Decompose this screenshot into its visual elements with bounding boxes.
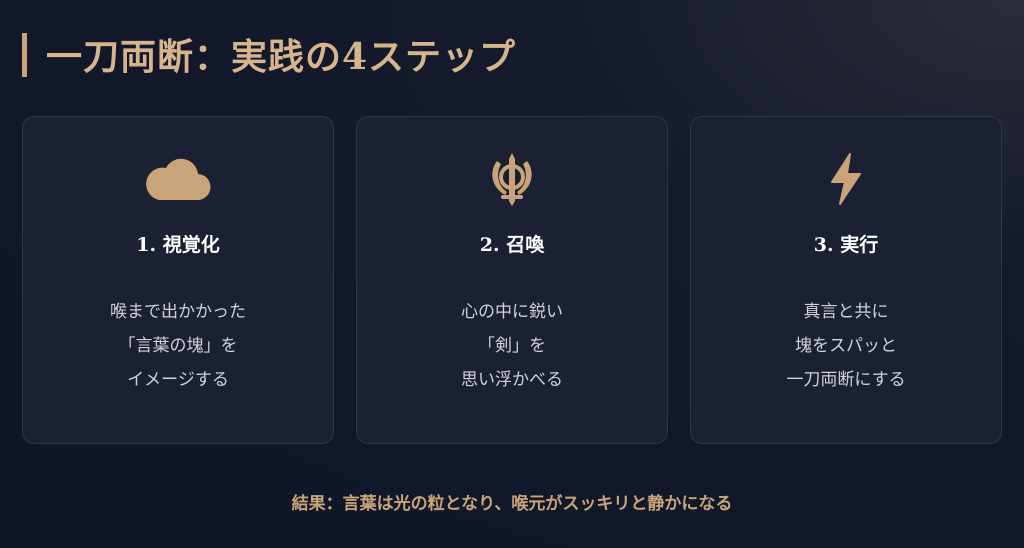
step-description: 真言と共に 塊をスパッと 一刀両断にする	[786, 302, 906, 390]
khanda-icon	[477, 151, 547, 207]
cloud-icon	[143, 151, 213, 207]
step-title: 3. 実行	[813, 234, 879, 256]
result-summary: 結果：言葉は光の粒となり、喉元がスッキリと静かになる	[291, 494, 733, 514]
step-card-execute: 3. 実行 真言と共に 塊をスパッと 一刀両断にする	[690, 116, 1002, 444]
step-card-visualize: 1. 視覚化 喉まで出かかった 「言葉の塊」を イメージする	[22, 116, 334, 444]
steps-grid: 1. 視覚化 喉まで出かかった 「言葉の塊」を イメージする 2. 召喚 心の中…	[22, 116, 1004, 444]
page-title: 一刀両断：実践の4ステップ	[46, 36, 517, 78]
title-accent-bar	[22, 33, 27, 77]
step-title: 2. 召喚	[479, 234, 545, 256]
step-description: 心の中に鋭い 「剣」を 思い浮かべる	[461, 302, 563, 390]
step-title: 1. 視覚化	[136, 234, 220, 256]
step-description: 喉まで出かかった 「言葉の塊」を イメージする	[110, 302, 246, 390]
lightning-bolt-icon	[811, 151, 881, 207]
step-card-summon: 2. 召喚 心の中に鋭い 「剣」を 思い浮かべる	[356, 116, 668, 444]
